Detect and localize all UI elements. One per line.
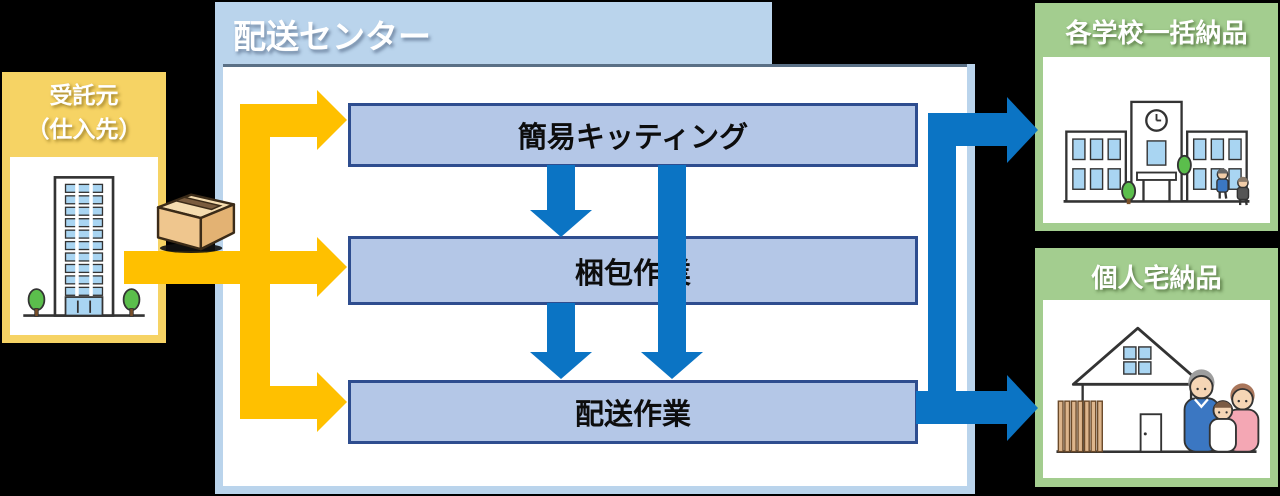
family-house-icon xyxy=(1056,326,1260,454)
supplier-title: 受託元 （仕入先） xyxy=(2,78,166,146)
destination-illustration-panel-home xyxy=(1043,300,1270,478)
arrowhead-delivery-to-home xyxy=(1007,375,1038,441)
destination-card-individual-home: 個人宅納品 xyxy=(1035,248,1278,487)
arrowhead-delivery-to-school xyxy=(1007,97,1038,163)
process-box-packing: 梱包作業 xyxy=(348,236,918,305)
school-building-icon xyxy=(1063,100,1250,206)
supplier-illustration-panel xyxy=(10,157,158,335)
process-label-packing: 梱包作業 xyxy=(574,257,691,290)
supplier-card: 受託元 （仕入先） xyxy=(2,72,166,343)
school-children-icon xyxy=(1216,168,1250,206)
destination-title-individual-home: 個人宅納品 xyxy=(1091,263,1222,293)
destination-title-school-bulk: 各学校一括納品 xyxy=(1065,18,1248,48)
office-building-icon xyxy=(23,176,145,317)
fence-icon xyxy=(1057,400,1103,453)
process-label-delivery: 配送作業 xyxy=(574,399,691,431)
process-box-delivery: 配送作業 xyxy=(348,380,918,444)
process-label-kitting: 簡易キッティング xyxy=(517,122,749,154)
destination-illustration-panel-school xyxy=(1043,57,1270,223)
supplier-title-line2: （仕入先） xyxy=(26,116,142,142)
process-box-kitting: 簡易キッティング xyxy=(348,103,918,167)
distribution-center-header xyxy=(215,2,772,66)
destination-card-school-bulk: 各学校一括納品 xyxy=(1035,3,1278,231)
distribution-center-title: 配送センター xyxy=(233,18,431,55)
family-icon xyxy=(1183,369,1260,453)
supplier-title-line1: 受託元 xyxy=(49,82,119,108)
